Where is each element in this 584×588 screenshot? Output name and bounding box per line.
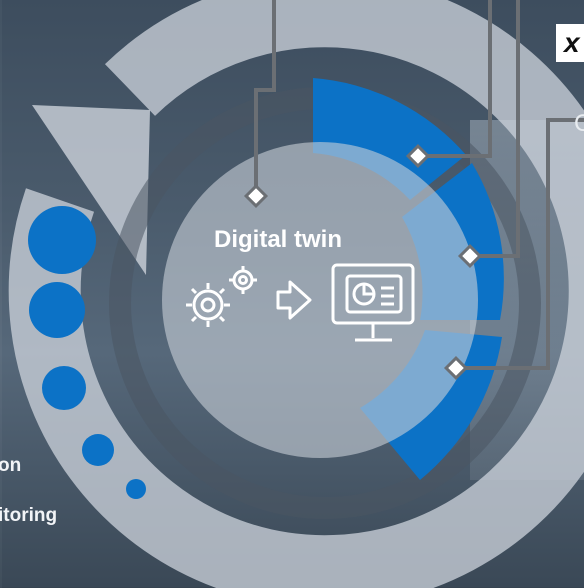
dot-2	[29, 282, 85, 338]
dot-3	[42, 366, 86, 410]
monitor-dashboard-icon	[331, 263, 415, 342]
logo-text: x	[564, 27, 580, 58]
left-label-line-1: on	[0, 455, 22, 476]
gears-icon	[186, 266, 257, 327]
connector-2	[418, 0, 492, 158]
ring-arrowhead	[32, 105, 150, 275]
center-disk	[162, 142, 478, 458]
marker-diamond-3	[457, 243, 483, 269]
left-label-line-2: itoring	[0, 505, 58, 526]
marker-diamond-1	[243, 183, 269, 209]
blue-segment-1	[313, 78, 466, 200]
dot-1	[28, 206, 96, 274]
connector-4	[456, 118, 584, 370]
marker-diamond-4	[443, 355, 469, 381]
arrow-right-icon	[276, 280, 312, 320]
connector-3	[470, 0, 520, 258]
right-cut-label: C	[574, 110, 584, 137]
brand-logo[interactable]: x	[556, 24, 584, 62]
center-title: Digital twin	[214, 226, 342, 253]
dot-5	[126, 479, 146, 499]
dot-4	[82, 434, 114, 466]
connector-1	[254, 0, 276, 196]
marker-diamond-2	[405, 143, 431, 169]
